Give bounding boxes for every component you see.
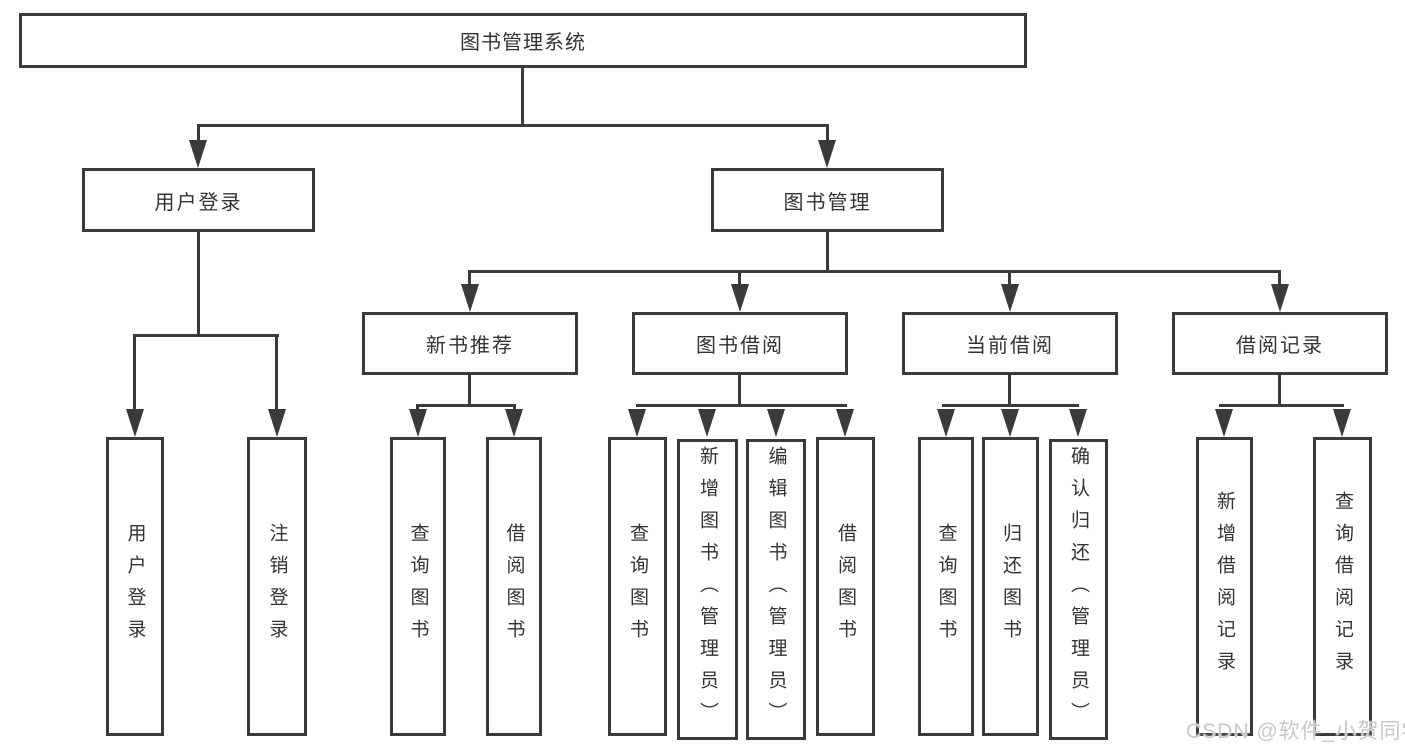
- leaf-label: 查询图书: [935, 522, 957, 651]
- node-user-login: 用户登录: [82, 168, 315, 232]
- arrowhead: [628, 409, 646, 437]
- node-new-book-recommendation: 新书推荐: [362, 312, 578, 375]
- arrowhead: [937, 409, 955, 437]
- connector: [1278, 270, 1281, 288]
- connector: [275, 334, 278, 412]
- connector: [826, 124, 829, 146]
- leaf-query-book-borrowing: 查询图书: [608, 437, 667, 736]
- arrowhead: [126, 409, 144, 437]
- connector: [1219, 404, 1344, 407]
- arrowhead: [409, 409, 427, 437]
- leaf-borrow-book-borrowing: 借阅图书: [816, 437, 875, 736]
- arrowhead: [1001, 284, 1019, 312]
- connector: [468, 270, 471, 288]
- connector: [1278, 375, 1281, 407]
- csdn-watermark: CSDN @软件_小贺同学: [1186, 720, 1405, 743]
- connector: [133, 334, 136, 412]
- arrowhead: [1001, 409, 1019, 437]
- leaf-label: 查询借阅记录: [1332, 490, 1353, 683]
- connector: [826, 232, 829, 273]
- connector: [197, 124, 829, 127]
- leaf-query-book-recommend: 查询图书: [390, 437, 446, 736]
- node-book-borrowing: 图书借阅: [632, 312, 848, 375]
- node-label: 新书推荐: [426, 335, 514, 357]
- arrowhead: [836, 409, 854, 437]
- leaf-label: 确认归还（管理员）: [1068, 445, 1089, 734]
- leaf-label: 编辑图书（管理员）: [765, 445, 787, 734]
- arrowhead: [767, 409, 785, 437]
- arrowhead: [731, 284, 749, 312]
- node-label: 当前借阅: [966, 335, 1054, 357]
- leaf-borrow-book-recommend: 借阅图书: [486, 437, 542, 736]
- arrowhead: [1333, 409, 1351, 437]
- leaf-add-book-admin: 新增图书（管理员）: [677, 439, 738, 740]
- connector: [521, 68, 524, 127]
- leaf-label: 新增借阅记录: [1214, 490, 1235, 683]
- connector: [416, 404, 516, 407]
- leaf-logout: 注销登录: [247, 437, 307, 736]
- leaf-add-borrow-record: 新增借阅记录: [1196, 437, 1253, 736]
- connector: [942, 404, 1079, 407]
- arrowhead: [1271, 284, 1289, 312]
- leaf-confirm-return-admin: 确认归还（管理员）: [1049, 439, 1108, 740]
- leaf-label: 借阅图书: [835, 522, 856, 651]
- node-library-management-system: 图书管理系统: [19, 13, 1027, 68]
- node-book-management: 图书管理: [711, 168, 944, 232]
- connector: [1008, 270, 1011, 288]
- node-current-borrowing: 当前借阅: [902, 312, 1118, 375]
- connector: [738, 375, 741, 407]
- connector: [133, 334, 279, 337]
- arrowhead: [1215, 409, 1233, 437]
- leaf-label: 查询图书: [407, 522, 429, 651]
- node-label: 用户登录: [154, 191, 243, 214]
- node-label: 图书借阅: [696, 335, 784, 357]
- leaf-label: 注销登录: [266, 522, 288, 651]
- leaf-user-login: 用户登录: [106, 437, 164, 736]
- leaf-label: 归还图书: [1000, 522, 1021, 651]
- arrowhead: [268, 409, 286, 437]
- node-label: 图书管理: [783, 191, 872, 214]
- leaf-query-book-current: 查询图书: [918, 437, 974, 736]
- arrowhead: [1069, 409, 1087, 437]
- node-label: 图书管理系统: [460, 32, 586, 54]
- leaf-label: 查询图书: [627, 522, 648, 651]
- node-label: 借阅记录: [1236, 335, 1324, 357]
- connector: [738, 270, 741, 288]
- leaf-label: 新增图书（管理员）: [697, 445, 718, 734]
- leaf-return-book: 归还图书: [982, 437, 1039, 736]
- connector: [197, 232, 200, 337]
- connector: [1008, 375, 1011, 407]
- leaf-label: 用户登录: [124, 522, 146, 651]
- arrowhead: [698, 409, 716, 437]
- arrowhead: [189, 140, 207, 168]
- leaf-query-borrow-record: 查询借阅记录: [1313, 437, 1372, 736]
- connector: [197, 124, 200, 146]
- leaf-edit-book-admin: 编辑图书（管理员）: [746, 439, 806, 740]
- connector: [636, 404, 847, 407]
- leaf-label: 借阅图书: [503, 522, 525, 651]
- node-borrowing-records: 借阅记录: [1172, 312, 1388, 375]
- arrowhead: [461, 284, 479, 312]
- arrowhead: [818, 140, 836, 168]
- connector: [468, 375, 471, 407]
- connector: [468, 270, 1281, 273]
- arrowhead: [505, 409, 523, 437]
